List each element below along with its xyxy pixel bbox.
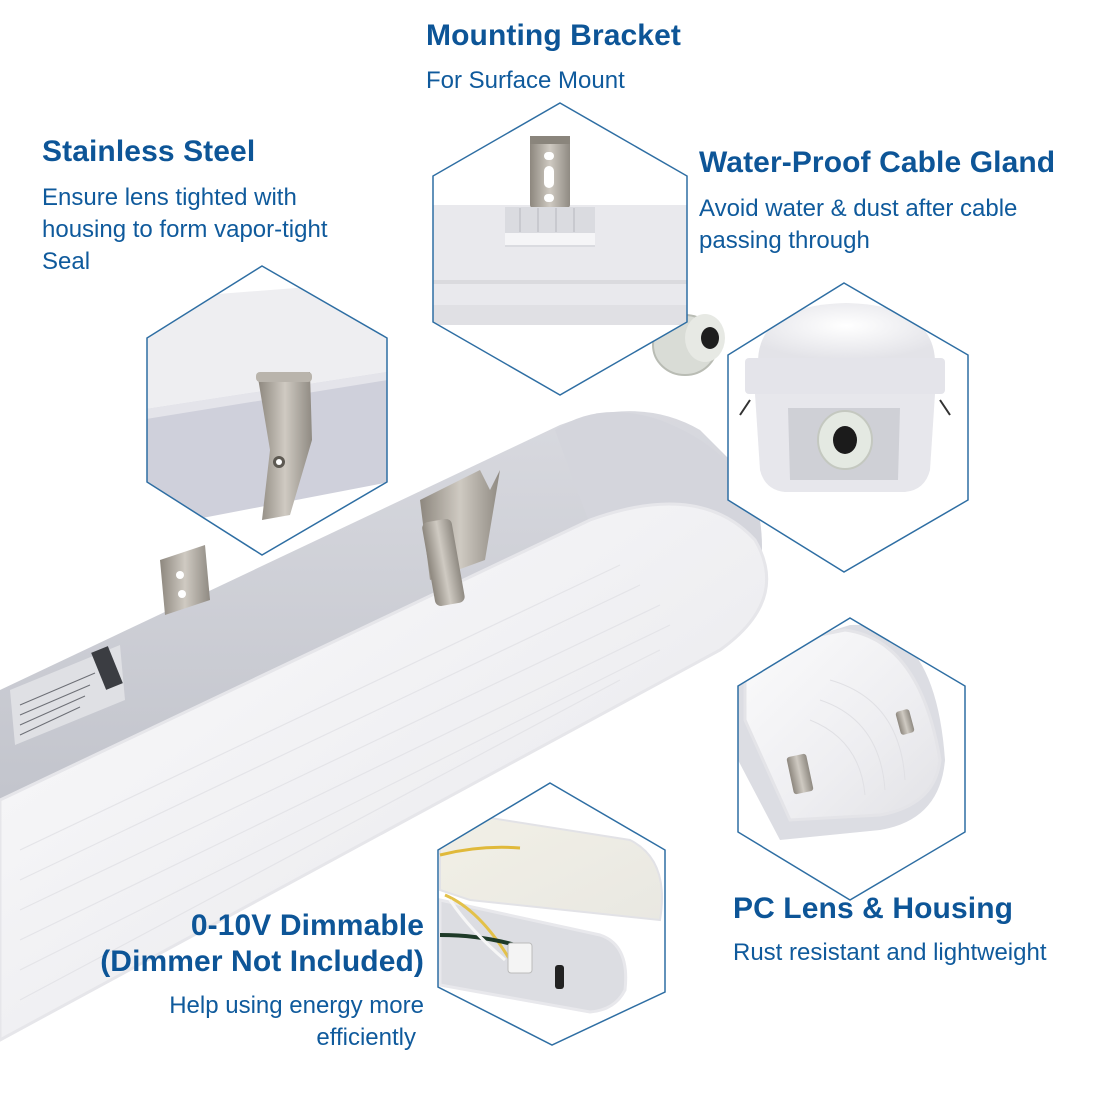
callout-description-line-2: efficiently: [316, 1024, 416, 1051]
callout-description-line-1: Avoid water & dust after cable: [699, 195, 1018, 222]
callout-description-line-2: passing through: [699, 227, 870, 254]
callout-description-line-1: Ensure lens tighted with: [42, 184, 297, 211]
callout-title: PC Lens & Housing: [733, 892, 1014, 925]
callout-description-line-2: housing to form vapor-tight: [42, 216, 328, 243]
callout-title-line-1: 0-10V Dimmable: [190, 909, 424, 942]
callout-description: Rust resistant and lightweight: [733, 939, 1047, 966]
callout-pc-lens: PC Lens & Housing Rust resistant and lig…: [733, 891, 1047, 969]
hex-pc-lens: [737, 617, 966, 901]
callout-title: Water-Proof Cable Gland: [699, 146, 1056, 179]
hex-mounting-bracket: [432, 102, 688, 396]
main-fixture: [0, 314, 769, 1042]
callout-cable-gland: Water-Proof Cable Gland Avoid water & du…: [699, 145, 1055, 257]
callout-description-line-1: Help using energy more: [169, 992, 424, 1019]
callout-description-line-3: Seal: [42, 248, 91, 275]
hex-dimmable-wiring: [437, 782, 666, 1046]
callout-stainless-steel: Stainless Steel Ensure lens tighted with…: [42, 134, 327, 278]
hex-cable-gland: [727, 282, 969, 573]
callout-title: Mounting Bracket: [426, 19, 681, 52]
callout-title: Stainless Steel: [42, 135, 256, 168]
callout-dimmable: 0-10V Dimmable (Dimmer Not Included) Hel…: [100, 908, 424, 1054]
hex-stainless-steel: [146, 265, 388, 556]
callout-description: For Surface Mount: [426, 67, 625, 94]
callout-title-line-2: (Dimmer Not Included): [100, 945, 424, 978]
callout-mounting-bracket: Mounting Bracket For Surface Mount: [426, 18, 681, 97]
